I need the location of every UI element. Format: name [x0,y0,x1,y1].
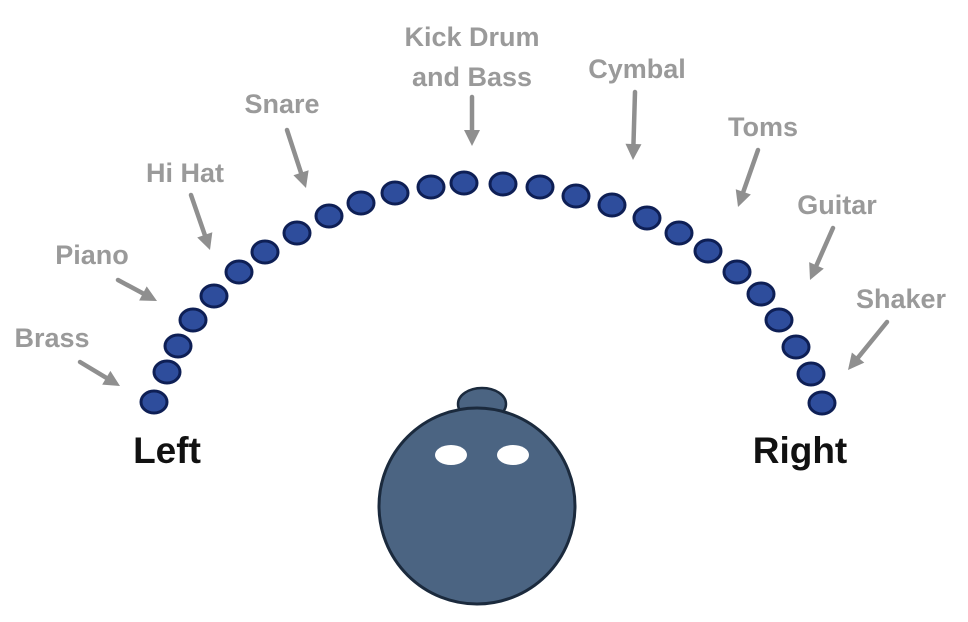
label-toms: Toms [728,112,798,142]
arrow-guitar [809,225,836,280]
arrow-hihat [188,192,213,250]
position-dot [380,180,410,206]
arrow-kick [464,94,480,146]
position-dot [764,307,794,333]
label-shaker: Shaker [856,284,947,314]
arrow-brass [77,359,120,386]
head-circle [377,406,577,606]
label-kick-drum-line1: Kick Drum [404,22,539,52]
position-dot [250,239,280,265]
arrow-shaft [741,147,761,195]
arrow-shaft [284,127,304,176]
left-side-label: Left [133,430,201,471]
position-dot [722,259,752,285]
arrow-toms [735,147,761,207]
position-dot [664,220,694,246]
arrow-head [102,370,120,386]
position-dot [163,333,193,359]
position-dot [632,205,662,231]
right-eye [497,445,529,465]
arrow-head [293,170,309,188]
position-dot [597,192,627,218]
position-dot [282,220,312,246]
position-dot [796,361,826,387]
arrow-shaft [188,192,208,238]
label-snare: Snare [244,89,319,119]
instrument-arrows [77,89,890,386]
arrow-snare [284,127,309,188]
arrow-head [848,352,865,370]
arrow-shaft [77,359,109,381]
position-dot [781,334,811,360]
position-dot [314,203,344,229]
label-guitar: Guitar [797,190,877,220]
position-dot [807,390,837,416]
position-dot [178,307,208,333]
arrow-head [139,286,157,301]
label-hi-hat: Hi Hat [146,158,224,188]
position-dot [346,190,376,216]
arrow-shaker [848,319,890,370]
position-dot [152,359,182,385]
right-side-label: Right [753,430,848,471]
position-dot [488,171,518,197]
arrow-shaft [814,225,836,268]
label-piano: Piano [55,240,129,270]
position-dot [416,174,446,200]
listener-head-icon [377,386,577,606]
label-brass: Brass [14,323,89,353]
arrow-shaft [855,319,890,360]
arrow-shaft [115,277,146,296]
arrow-head [809,262,824,280]
arrow-piano [115,277,157,301]
stereo-field-arc [139,170,837,416]
position-dot [224,259,254,285]
position-dot [525,174,555,200]
instrument-labels: Brass Piano Hi Hat Snare Kick Drum and B… [14,22,946,353]
arrow-head [625,143,642,160]
position-dot [746,281,776,307]
position-dot [449,170,479,196]
position-dot [199,283,229,309]
arrow-head [197,232,213,250]
arrow-head [464,130,480,146]
arrow-cymbal [625,89,642,160]
arrow-head [735,189,751,207]
position-dot [139,389,169,415]
position-dot [561,183,591,209]
label-cymbal: Cymbal [588,54,686,84]
label-kick-drum-line2: and Bass [412,62,532,92]
arrow-shaft [631,89,638,147]
left-eye [435,445,467,465]
position-dot [693,238,723,264]
